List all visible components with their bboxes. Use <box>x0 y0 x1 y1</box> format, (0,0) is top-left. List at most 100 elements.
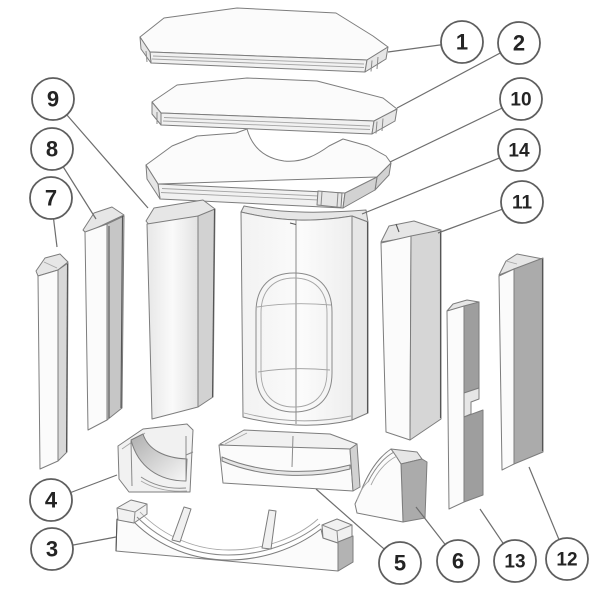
part-7-front-face <box>37 269 59 470</box>
callout-number-2: 2 <box>513 31 525 56</box>
callout-circle-14 <box>497 128 541 172</box>
callout-number-13: 13 <box>504 552 525 573</box>
part-4-left-corner-brick <box>117 423 194 493</box>
detail-line <box>145 50 379 72</box>
detail-line <box>256 303 332 308</box>
part-3-right-side <box>337 535 354 572</box>
part-3-rib <box>261 509 277 550</box>
detail-line <box>108 215 124 418</box>
part-11-front-face <box>380 235 412 441</box>
part-3-rib <box>171 506 192 543</box>
callout-number-11: 11 <box>512 193 533 214</box>
callout-7: 7 <box>29 176 73 220</box>
part-2-right-cap <box>371 108 398 135</box>
detail-line <box>185 436 194 481</box>
part-10-right-side <box>342 176 378 209</box>
part-5-right-cap <box>349 443 361 492</box>
detail-line <box>289 222 297 226</box>
part-2-middle-plate <box>151 77 398 135</box>
detail-line <box>116 503 148 524</box>
callout-13: 13 <box>493 539 537 583</box>
callout-circle-10 <box>499 77 543 121</box>
detail-line <box>395 223 400 233</box>
callout-circle-13 <box>493 539 537 583</box>
part-3-front-face <box>115 518 354 572</box>
detail-line <box>115 518 118 552</box>
part-1-top-face <box>139 7 389 61</box>
part-10-top-face <box>145 128 392 185</box>
detail-line <box>160 192 341 202</box>
callout-number-5: 5 <box>394 551 406 576</box>
callout-circle-1 <box>440 20 484 64</box>
part-12-side-face <box>513 257 544 465</box>
callout-circle-4 <box>29 478 73 522</box>
detail-line <box>162 120 371 130</box>
callout-1: 1 <box>440 20 484 64</box>
part-5-front-face <box>218 444 354 492</box>
part-3-saddle-ledge <box>139 511 319 551</box>
callout-circle-5 <box>378 541 422 585</box>
leader-line-9 <box>52 98 149 209</box>
part-5-front-lintel-brick <box>218 429 361 492</box>
part-10-front-end-block <box>316 190 343 208</box>
part-12-front-face <box>498 268 515 471</box>
callout-4: 4 <box>29 478 73 522</box>
part-1-top-plate <box>139 7 389 73</box>
part-14-back-panel <box>240 205 369 426</box>
part-13-side-lower <box>463 409 484 503</box>
part-3-base-front-brick <box>115 499 354 572</box>
part-12-right-rear-panel <box>498 253 544 471</box>
part-6-groove <box>367 451 395 483</box>
callout-circle-6 <box>436 539 480 583</box>
part-6-front-face <box>354 448 404 523</box>
leader-line-10 <box>389 98 522 163</box>
callout-circle-12 <box>545 537 589 581</box>
callout-9: 9 <box>31 77 75 121</box>
detail-line <box>243 412 352 422</box>
callout-number-7: 7 <box>45 186 57 211</box>
callout-2: 2 <box>497 21 541 65</box>
part-14-oval-recess-outer <box>255 272 333 413</box>
detail-line <box>163 117 371 127</box>
callout-5: 5 <box>378 541 422 585</box>
part-3-saddle-ledge <box>136 516 321 556</box>
callout-circle-2 <box>497 21 541 65</box>
callout-number-3: 3 <box>46 537 58 562</box>
detail-line <box>43 261 58 269</box>
part-13-right-notched-brick <box>446 299 484 510</box>
detail-line <box>65 263 69 453</box>
callout-11: 11 <box>500 180 544 224</box>
detail-line <box>356 480 370 501</box>
detail-line <box>211 208 216 398</box>
part-14-oval-recess-inner <box>260 277 328 408</box>
detail-line <box>321 524 353 544</box>
part-9-left-side-panel <box>145 199 216 420</box>
callout-3: 3 <box>30 527 74 571</box>
part-6-right-corner-brick <box>354 448 428 523</box>
detail-line <box>320 191 339 208</box>
detail-line <box>151 58 365 68</box>
part-8-left-rear-panel <box>82 206 125 431</box>
detail-line <box>291 435 294 468</box>
part-7-left-front-strip <box>35 253 69 470</box>
callout-6: 6 <box>436 539 480 583</box>
callout-12: 12 <box>545 537 589 581</box>
callout-14: 14 <box>497 128 541 172</box>
callout-10: 10 <box>499 77 543 121</box>
callout-number-12: 12 <box>556 550 577 571</box>
callout-8: 8 <box>30 127 74 171</box>
callout-circle-11 <box>500 180 544 224</box>
callout-number-9: 9 <box>47 87 59 112</box>
detail-line <box>161 188 341 198</box>
detail-line <box>505 260 518 265</box>
part-10-left-cap <box>145 164 161 200</box>
callout-number-14: 14 <box>508 141 530 162</box>
callout-number-8: 8 <box>46 137 58 162</box>
callout-number-1: 1 <box>456 30 468 55</box>
part-6-groove <box>370 455 398 486</box>
callout-circle-8 <box>30 127 74 171</box>
callout-circle-9 <box>31 77 75 121</box>
